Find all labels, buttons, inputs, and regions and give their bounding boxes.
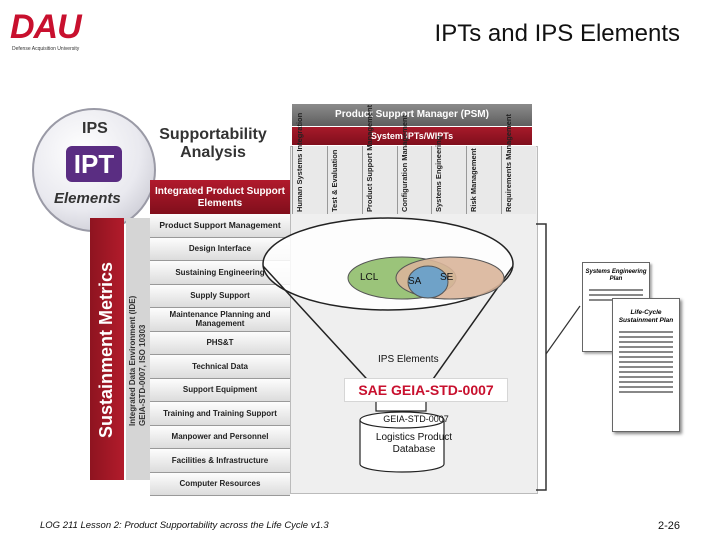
sae-geia-std-label: SAE GEIA-STD-0007	[344, 378, 508, 402]
database-top	[359, 411, 445, 429]
element-row: Manpower and Personnel	[150, 425, 290, 449]
footer-course-text: LOG 211 Lesson 2: Product Supportability…	[40, 520, 329, 531]
document-lines	[619, 331, 673, 393]
dau-logo-text: DAU	[10, 8, 82, 46]
database-body	[359, 420, 445, 473]
element-row: Sustaining Engineering	[150, 261, 290, 285]
column-header: Risk Management	[466, 146, 502, 214]
column-header-label: Requirements Management	[504, 114, 514, 212]
sa-ellipse	[407, 265, 449, 299]
element-row: Computer Resources	[150, 472, 290, 496]
column-header-label: Product Support Management	[364, 104, 374, 212]
sep-document-title: Systems Engineering Plan	[585, 269, 647, 282]
dau-logo-subtext: Defense Acquisition University	[12, 46, 80, 52]
ips-elements-list: Product Support Management Design Interf…	[150, 214, 290, 496]
ips-logo-bottom-text: Elements	[54, 190, 121, 207]
logistics-product-database-label: Logistics Product Database	[375, 432, 453, 455]
ips-elements-label: IPS Elements	[378, 354, 439, 365]
column-header: Human Systems Integration	[292, 113, 327, 214]
ide-label: Integrated Data Environment (IDE) GEIA-S…	[128, 296, 148, 426]
element-row: PHS&T	[150, 331, 290, 355]
element-row: Training and Training Support	[150, 402, 290, 426]
lcl-label: LCL	[360, 272, 379, 283]
ips-logo-top-text: IPS	[82, 120, 108, 137]
arrow-to-sep	[545, 305, 581, 355]
ide-bar: Integrated Data Environment (IDE) GEIA-S…	[126, 218, 150, 480]
ide-label-line-1: Integrated Data Environment (IDE)	[128, 295, 137, 426]
lcsp-document: Life-Cycle Sustainment Plan	[612, 298, 680, 432]
dau-logo: DAU Defense Acquisition University	[10, 10, 130, 52]
element-row: Technical Data	[150, 355, 290, 379]
column-header: Systems Engineering	[431, 136, 467, 214]
sa-label: SA	[408, 276, 422, 287]
ipt-logo-badge: IPT	[66, 146, 122, 182]
right-bracket	[536, 223, 547, 491]
sustainment-metrics-bar: Sustainment Metrics	[90, 218, 124, 480]
element-row: Support Equipment	[150, 378, 290, 402]
element-row: Product Support Management	[150, 214, 290, 238]
ips-ipt-logo: IPS IPT Elements	[32, 108, 156, 232]
column-header: Requirements Management	[501, 114, 537, 214]
page-number: 2-26	[657, 520, 680, 532]
column-header-label: Human Systems Integration	[295, 112, 304, 212]
ips-elements-header: Integrated Product Support Elements	[150, 180, 290, 216]
element-row: Facilities & Infrastructure	[150, 449, 290, 473]
element-row: Maintenance Planning and Management	[150, 308, 290, 332]
sustainment-metrics-label: Sustainment Metrics	[96, 261, 116, 438]
geia-std-label: GEIA-STD-0007	[383, 414, 449, 424]
column-header-label: Systems Engineering	[434, 135, 444, 212]
column-header: Product Support Management	[361, 105, 397, 214]
lcsp-document-title: Life-Cycle Sustainment Plan	[618, 309, 674, 324]
column-header-label: Test & Evaluation	[329, 149, 339, 212]
column-header: Configuration Management	[396, 115, 432, 214]
column-header-label: Configuration Management	[399, 114, 409, 212]
ipt-columns: Human Systems Integration Test & Evaluat…	[292, 105, 537, 214]
funnel-left-edge	[262, 265, 377, 390]
supportability-analysis-title: Supportability Analysis	[159, 126, 267, 161]
se-label: SE	[440, 272, 454, 283]
slide-title: IPTs and IPS Elements	[434, 20, 680, 47]
column-header: Test & Evaluation	[326, 146, 362, 214]
element-row: Supply Support	[150, 284, 290, 308]
element-row: Design Interface	[150, 237, 290, 261]
system-ipt-banner: System IPTs/WIPTs	[292, 127, 532, 145]
funnel-diagram	[262, 217, 581, 491]
psm-banner: Product Support Manager (PSM)	[292, 104, 532, 126]
ide-label-line-2: GEIA-STD-0007, ISO 10303	[138, 324, 147, 426]
column-header-label: Risk Management	[469, 148, 479, 212]
